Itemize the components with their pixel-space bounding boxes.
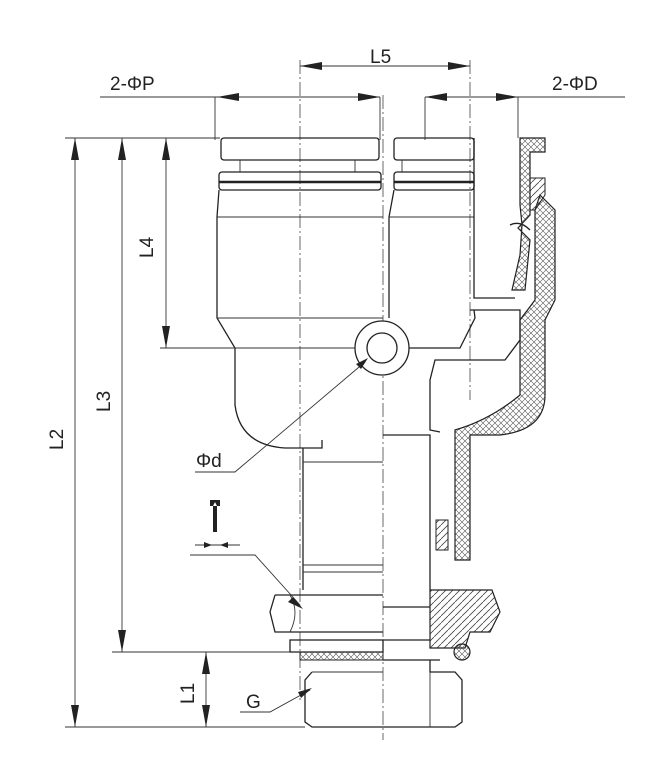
label-G: G xyxy=(246,692,261,713)
label-L4: L4 xyxy=(137,236,158,258)
fitting-section-right xyxy=(383,137,556,728)
label-phi-d: Φd xyxy=(196,451,222,472)
label-L2: L2 xyxy=(47,429,68,450)
side-hole xyxy=(354,320,410,376)
label-L1: L1 xyxy=(178,683,199,704)
fitting-exterior-left xyxy=(216,137,384,728)
wrench-icon xyxy=(195,500,240,548)
label-L5: L5 xyxy=(370,47,391,68)
label-L3: L3 xyxy=(94,391,115,412)
dimension-lines xyxy=(65,62,625,728)
label-2-phi-D: 2-ΦD xyxy=(552,74,598,95)
label-2-phi-P: 2-ΦP xyxy=(110,74,155,95)
